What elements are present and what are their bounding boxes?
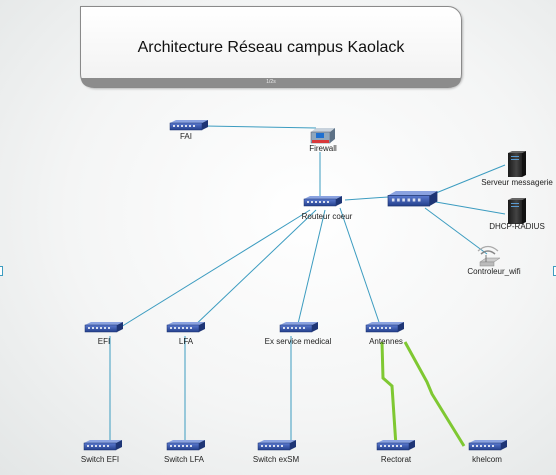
- wireless-link-khelcom: [403, 341, 466, 447]
- link-fai-firewall: [204, 125, 317, 129]
- link-switch-messaging: [435, 164, 506, 194]
- antenna-switch-icon: [365, 321, 405, 333]
- distribution-switch-node[interactable]: [387, 190, 439, 207]
- wifi-controller-node[interactable]: Controleur_wifi: [467, 245, 521, 277]
- switch-efi-label: Switch EFI: [81, 455, 119, 464]
- title-box: Architecture Réseau campus Kaolack 1/2s: [80, 6, 462, 88]
- rectorat-label: Rectorat: [381, 455, 412, 464]
- rectorat-node[interactable]: Rectorat: [376, 439, 416, 464]
- lfa-node[interactable]: LFA: [166, 321, 206, 346]
- server-icon: [508, 198, 526, 224]
- messaging-server-label: Serveur messagerie: [481, 178, 553, 187]
- khelcom-node[interactable]: khelcom: [468, 439, 508, 464]
- right-edge-marker[interactable]: [553, 266, 556, 276]
- link-router-switch: [344, 196, 389, 201]
- fai-node[interactable]: FAI: [169, 119, 209, 141]
- dhcp-radius-label: DHCP-RADIUS: [489, 222, 545, 231]
- firewall-label: Firewall: [309, 144, 337, 153]
- switch-icon: [166, 439, 206, 451]
- link-router-antennes: [339, 207, 382, 329]
- link-switch-dhcp: [435, 201, 506, 215]
- switch-efi-node[interactable]: Switch EFI: [81, 439, 123, 464]
- efi-node[interactable]: EFI: [84, 321, 124, 346]
- switch-icon: [83, 439, 123, 451]
- antennes-label: Antennes: [369, 337, 403, 346]
- title-footer: 1/2s: [81, 78, 461, 87]
- efi-label: EFI: [98, 337, 110, 346]
- dhcp-radius-node[interactable]: DHCP-RADIUS: [489, 198, 545, 231]
- switch-icon: [279, 321, 319, 333]
- messaging-server-node[interactable]: Serveur messagerie: [481, 151, 553, 187]
- switch-exsm-label: Switch exSM: [253, 455, 300, 464]
- core-router-node[interactable]: Routeur coeur: [302, 195, 353, 221]
- link-router-lfa: [189, 209, 317, 331]
- switch-icon: [376, 439, 416, 451]
- server-icon: [508, 151, 526, 177]
- switch-icon: [257, 439, 297, 451]
- switch-icon: [84, 321, 124, 333]
- firewall-node[interactable]: Firewall: [309, 128, 337, 153]
- fai-label: FAI: [180, 132, 192, 141]
- switch-icon: [468, 439, 508, 451]
- switch-icon: [166, 321, 206, 333]
- wifi-controller-label: Controleur_wifi: [467, 267, 521, 276]
- diagram-title: Architecture Réseau campus Kaolack: [137, 39, 405, 56]
- switch-exsm-node[interactable]: Switch exSM: [253, 439, 300, 464]
- ex-medical-label: Ex service medical: [265, 337, 332, 346]
- links: [109, 125, 506, 447]
- wifi-controller-icon: [477, 245, 501, 267]
- core-router-label: Routeur coeur: [302, 212, 353, 221]
- khelcom-label: khelcom: [472, 455, 502, 464]
- wireless-link-rectorat: [380, 341, 398, 447]
- lfa-label: LFA: [179, 337, 194, 346]
- link-switch-wifi: [424, 207, 488, 255]
- firewall-icon: [310, 128, 335, 144]
- antennes-node[interactable]: Antennes: [365, 321, 405, 346]
- ex-medical-node[interactable]: Ex service medical: [265, 321, 332, 346]
- core-router-icon: [303, 195, 343, 207]
- switch-lfa-label: Switch LFA: [164, 455, 205, 464]
- switch-lfa-node[interactable]: Switch LFA: [164, 439, 206, 464]
- fai-router-icon: [169, 119, 209, 131]
- distribution-switch-icon: [387, 190, 439, 207]
- link-router-efi: [115, 209, 311, 331]
- link-router-exmedical: [296, 209, 326, 329]
- left-edge-marker[interactable]: [0, 266, 3, 276]
